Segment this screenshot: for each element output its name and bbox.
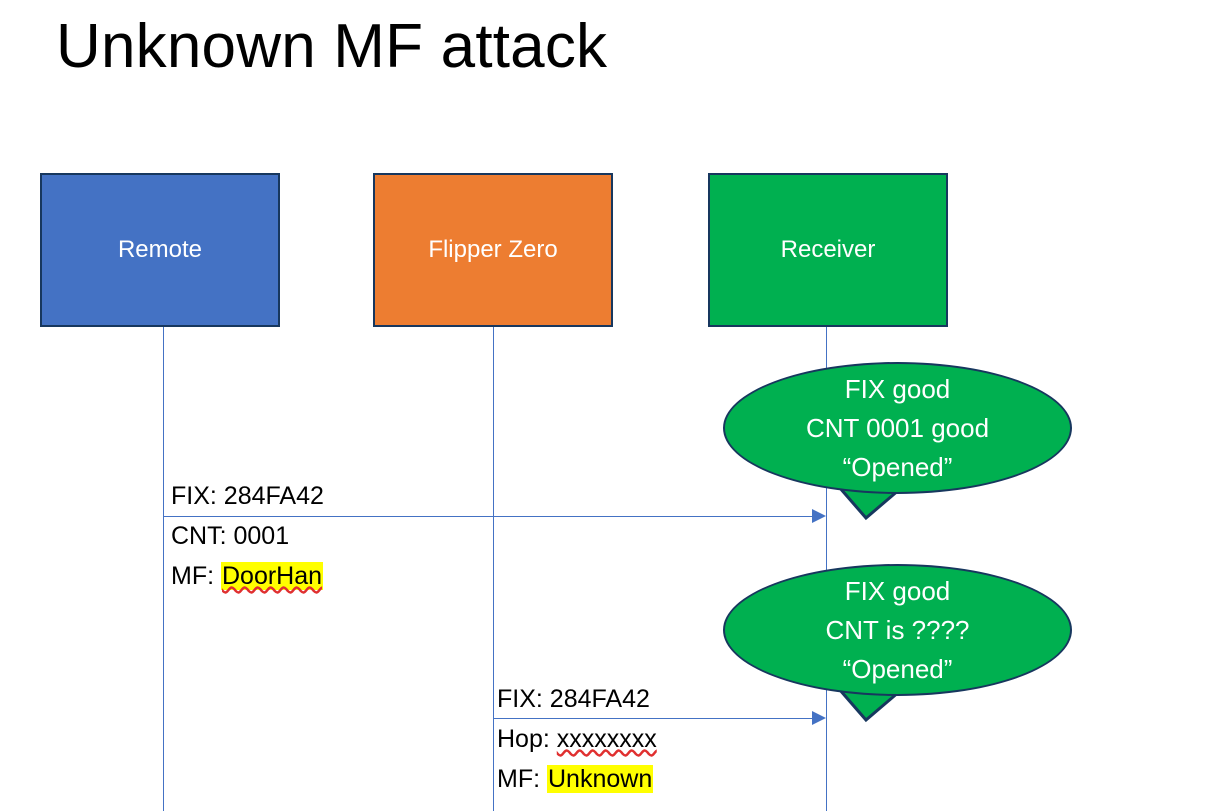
lifeline-flipper-zero (493, 327, 494, 811)
message-arrow-line-1 (163, 516, 813, 517)
message-arrow-head-2 (812, 711, 826, 725)
actor-box-flipper-zero[interactable]: Flipper Zero (373, 173, 613, 327)
actor-label-receiver: Receiver (780, 236, 876, 263)
message-label-2-value-3-highlighted: Unknown (547, 765, 654, 793)
speech-bubble-2-body (723, 564, 1072, 696)
message-label-1-key-1: FIX: (171, 482, 224, 510)
message-arrow-line-2 (493, 718, 813, 719)
message-label-2-value-1: 284FA42 (549, 685, 650, 713)
message-label-1-line-2: CNT: 0001 (171, 516, 324, 556)
message-label-1-line-3: MF: DoorHan (171, 556, 324, 596)
message-label-2-line-3: MF: Unknown (497, 759, 657, 799)
actor-label-remote: Remote (117, 236, 203, 263)
speech-bubble-2: FIX good CNT is ???? “Opened” (723, 564, 1072, 723)
message-label-2-key-2: Hop: (497, 725, 557, 753)
message-label-1-value-3-highlighted: DoorHan (221, 562, 324, 590)
lifeline-remote (163, 327, 164, 811)
message-label-1-line-1: FIX: 284FA42 (171, 476, 324, 516)
speech-bubble-1-body (723, 362, 1072, 494)
actor-box-receiver[interactable]: Receiver (708, 173, 948, 327)
message-label-1: FIX: 284FA42 CNT: 0001 MF: DoorHan (171, 476, 324, 596)
message-label-2-key-3: MF: (497, 765, 547, 793)
message-label-1-key-2: CNT: (171, 522, 234, 550)
message-label-2: FIX: 284FA42 Hop: xxxxxxxx MF: Unknown (497, 679, 657, 799)
actor-label-flipper-zero: Flipper Zero (428, 236, 558, 263)
message-label-2-value-2: xxxxxxxx (556, 725, 657, 753)
page-title: Unknown MF attack (56, 12, 608, 81)
message-label-2-line-2: Hop: xxxxxxxx (497, 719, 657, 759)
message-label-1-value-1: 284FA42 (223, 482, 324, 510)
message-label-2-line-1: FIX: 284FA42 (497, 679, 657, 719)
speech-bubble-1: FIX good CNT 0001 good “Opened” (723, 362, 1072, 521)
message-label-1-key-3: MF: (171, 562, 221, 590)
message-label-1-value-2: 0001 (233, 522, 290, 550)
message-label-2-key-1: FIX: (497, 685, 550, 713)
actor-box-remote[interactable]: Remote (40, 173, 280, 327)
message-arrow-head-1 (812, 509, 826, 523)
